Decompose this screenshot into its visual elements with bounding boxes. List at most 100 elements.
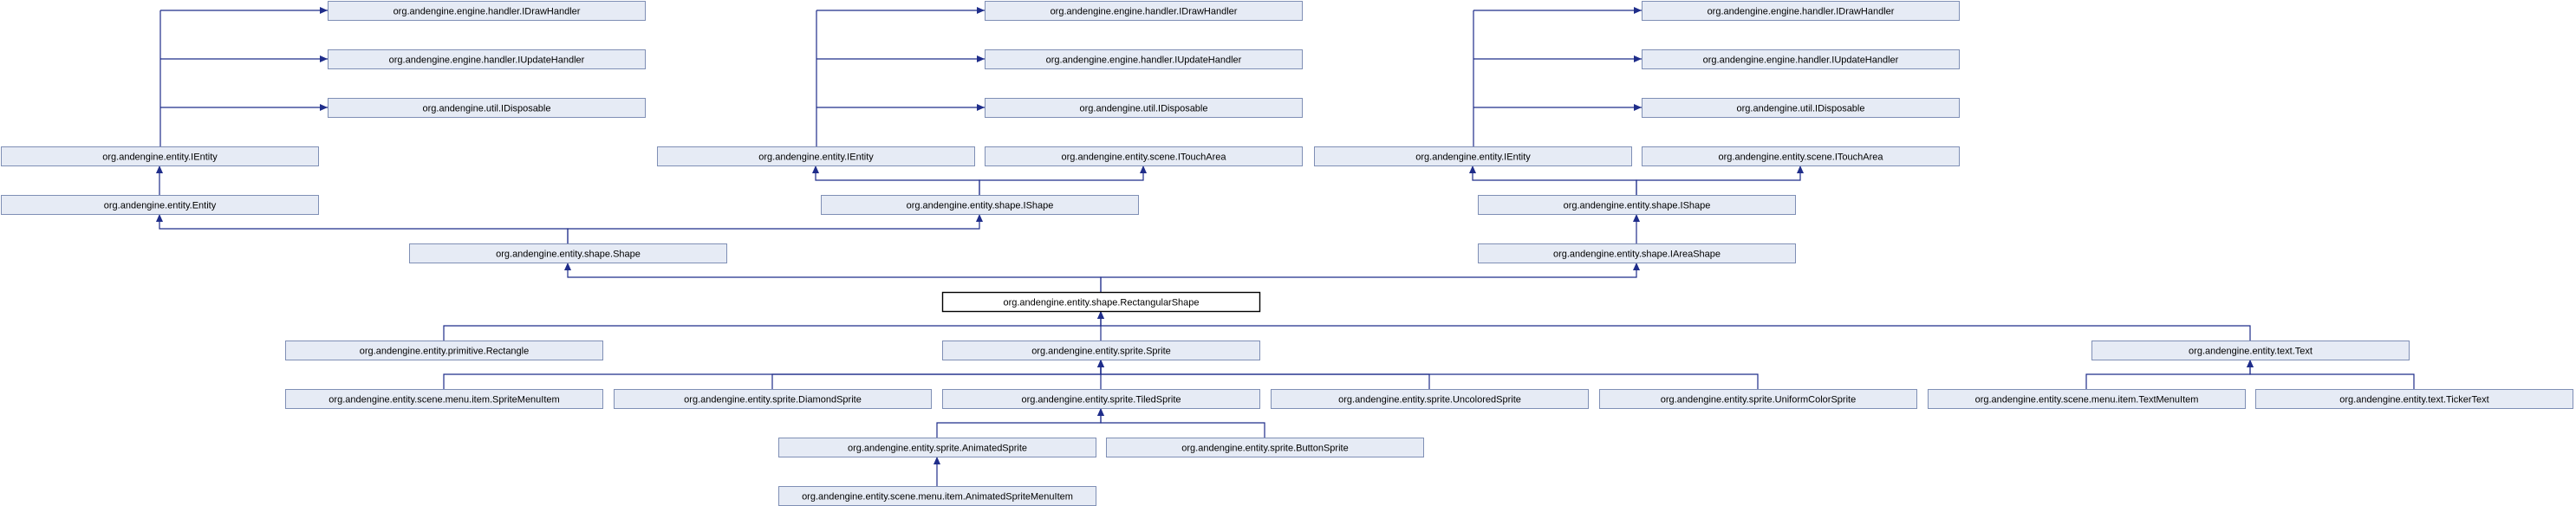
class-node[interactable]: org.andengine.engine.handler.IDrawHandle…: [1642, 1, 1960, 21]
class-node[interactable]: org.andengine.entity.scene.menu.item.Spr…: [285, 389, 603, 409]
class-box: [1, 195, 319, 215]
inheritance-edge: [2249, 360, 2415, 389]
inheritance-edge: [2085, 360, 2251, 389]
class-node[interactable]: org.andengine.entity.sprite.Sprite: [942, 341, 1260, 360]
class-box: [1, 146, 319, 166]
class-node[interactable]: org.andengine.entity.shape.IAreaShape: [1478, 243, 1796, 263]
class-node[interactable]: org.andengine.entity.sprite.UncoloredSpr…: [1271, 389, 1589, 409]
class-label: org.andengine.util.IDisposable: [1737, 104, 1865, 114]
class-node[interactable]: org.andengine.entity.scene.ITouchArea: [1642, 146, 1960, 166]
arrowhead: [2247, 360, 2254, 367]
class-label: org.andengine.entity.sprite.UncoloredSpr…: [1338, 395, 1521, 405]
class-box: [328, 98, 646, 118]
arrowhead: [977, 104, 985, 111]
class-node[interactable]: org.andengine.entity.text.TickerText: [2255, 389, 2573, 409]
arrowhead: [320, 55, 328, 62]
class-node[interactable]: org.andengine.engine.handler.IUpdateHand…: [1642, 49, 1960, 69]
class-label: org.andengine.entity.Entity: [104, 201, 217, 211]
class-box: [1599, 389, 1917, 409]
class-label: org.andengine.util.IDisposable: [423, 104, 551, 114]
arrowhead: [156, 165, 163, 173]
arrowhead: [933, 457, 940, 464]
class-node[interactable]: org.andengine.entity.shape.Shape: [409, 243, 727, 263]
class-box: [2255, 389, 2573, 409]
class-node[interactable]: org.andengine.entity.shape.RectangularSh…: [941, 291, 1261, 313]
class-node[interactable]: org.andengine.entity.primitive.Rectangle: [285, 341, 603, 360]
class-node[interactable]: org.andengine.entity.text.Text: [2091, 341, 2410, 360]
inheritance-edge: [1100, 409, 1265, 438]
class-box: [1478, 195, 1796, 215]
class-label: org.andengine.entity.scene.ITouchArea: [1719, 152, 1884, 163]
class-node[interactable]: org.andengine.entity.IEntity: [657, 146, 975, 166]
class-label: org.andengine.engine.handler.IUpdateHand…: [389, 55, 585, 66]
class-node[interactable]: org.andengine.util.IDisposable: [985, 98, 1303, 118]
arrowhead: [564, 263, 571, 270]
class-box: [409, 243, 727, 263]
class-box: [1106, 438, 1424, 457]
class-node[interactable]: org.andengine.entity.scene.menu.item.Tex…: [1928, 389, 2246, 409]
inheritance-edge: [1100, 312, 2251, 341]
class-box: [778, 438, 1096, 457]
class-node[interactable]: org.andengine.entity.scene.menu.item.Ani…: [778, 486, 1096, 506]
arrowhead: [976, 214, 983, 222]
arrowhead: [320, 7, 328, 14]
class-node[interactable]: org.andengine.util.IDisposable: [1642, 98, 1960, 118]
arrowhead: [1797, 165, 1804, 173]
inheritance-edge: [979, 166, 1144, 195]
inheritance-edge: [1636, 166, 1801, 195]
class-label: org.andengine.entity.sprite.DiamondSprit…: [684, 395, 862, 405]
class-label: org.andengine.entity.IEntity: [758, 152, 874, 163]
class-label: org.andengine.engine.handler.IDrawHandle…: [1051, 7, 1238, 17]
class-node[interactable]: org.andengine.entity.shape.IShape: [821, 195, 1139, 215]
class-box: [985, 1, 1303, 21]
arrowhead: [156, 214, 163, 222]
inheritance-edge: [443, 312, 1102, 341]
class-label: org.andengine.entity.scene.menu.item.Spr…: [329, 395, 559, 405]
class-node[interactable]: org.andengine.engine.handler.IDrawHandle…: [985, 1, 1303, 21]
inheritance-edge: [567, 263, 1102, 292]
class-node[interactable]: org.andengine.entity.sprite.TiledSprite: [942, 389, 1260, 409]
class-node[interactable]: org.andengine.entity.shape.IShape: [1478, 195, 1796, 215]
class-node[interactable]: org.andengine.entity.IEntity: [1, 146, 319, 166]
class-box: [1314, 146, 1632, 166]
class-label: org.andengine.entity.text.TickerText: [2339, 395, 2488, 405]
class-box: [1928, 389, 2246, 409]
class-box: [657, 146, 975, 166]
class-label: org.andengine.entity.shape.IShape: [907, 201, 1054, 211]
arrowhead: [977, 55, 985, 62]
class-label: org.andengine.entity.shape.IAreaShape: [1553, 250, 1721, 260]
class-node[interactable]: org.andengine.entity.scene.ITouchArea: [985, 146, 1303, 166]
class-node[interactable]: org.andengine.util.IDisposable: [328, 98, 646, 118]
inheritance-edge: [936, 409, 1102, 438]
class-node[interactable]: org.andengine.entity.Entity: [1, 195, 319, 215]
class-box: [821, 195, 1139, 215]
focus-class-box: [941, 291, 1261, 313]
class-label: org.andengine.entity.IEntity: [1415, 152, 1531, 163]
class-node[interactable]: org.andengine.entity.sprite.UniformColor…: [1599, 389, 1917, 409]
class-box: [2091, 341, 2410, 360]
class-label: org.andengine.engine.handler.IUpdateHand…: [1046, 55, 1242, 66]
class-node[interactable]: org.andengine.entity.sprite.AnimatedSpri…: [778, 438, 1096, 457]
class-node[interactable]: org.andengine.entity.IEntity: [1314, 146, 1632, 166]
class-label: org.andengine.entity.scene.menu.item.Ani…: [802, 492, 1073, 503]
class-box: [985, 98, 1303, 118]
inheritance-edges: [156, 7, 2415, 486]
class-label: org.andengine.util.IDisposable: [1080, 104, 1208, 114]
arrowhead: [320, 104, 328, 111]
class-node[interactable]: org.andengine.engine.handler.IDrawHandle…: [328, 1, 646, 21]
arrowhead: [1633, 214, 1640, 222]
class-box: [614, 389, 932, 409]
class-box: [1642, 1, 1960, 21]
class-label: org.andengine.entity.sprite.AnimatedSpri…: [848, 444, 1027, 454]
class-node[interactable]: org.andengine.engine.handler.IUpdateHand…: [985, 49, 1303, 69]
arrowhead: [1634, 7, 1642, 14]
class-box: [1642, 49, 1960, 69]
arrowhead: [1469, 165, 1476, 173]
class-node[interactable]: org.andengine.entity.sprite.ButtonSprite: [1106, 438, 1424, 457]
class-box: [985, 49, 1303, 69]
class-node[interactable]: org.andengine.entity.sprite.DiamondSprit…: [614, 389, 932, 409]
arrowhead: [812, 165, 819, 173]
class-node[interactable]: org.andengine.engine.handler.IUpdateHand…: [328, 49, 646, 69]
class-box: [285, 389, 603, 409]
